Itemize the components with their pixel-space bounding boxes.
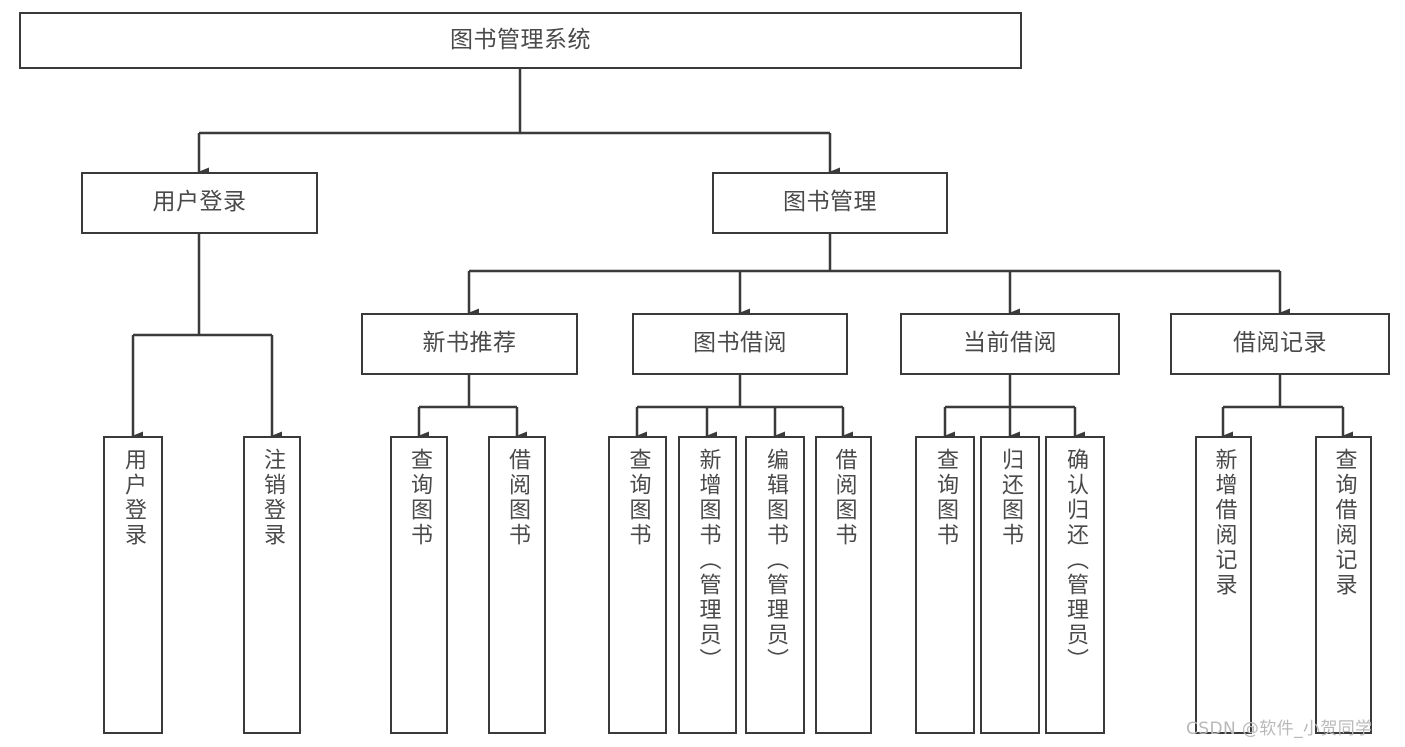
node-leaf-borrow-book-1: 借阅图书 [488,436,546,734]
node-current-borrow: 当前借阅 [900,313,1120,375]
edges [131,69,1353,441]
node-label: 查询借阅记录 [1331,448,1357,598]
node-leaf-borrow-book-2: 借阅图书 [815,436,872,734]
node-leaf-user-logout: 注销登录 [243,436,301,734]
node-label: 确认归还（管理员） [1063,448,1088,673]
watermark-text: CSDN @软件_小贺同学 [1186,719,1373,739]
node-label: 归还图书 [998,448,1023,548]
node-root: 图书管理系统 [19,12,1022,69]
node-leaf-query-book-1: 查询图书 [390,436,448,734]
node-leaf-add-book: 新增图书（管理员） [678,436,737,734]
node-label: 图书管理系统 [450,26,591,53]
node-leaf-user-login: 用户登录 [103,436,163,734]
node-label: 图书借阅 [693,330,787,357]
node-borrow-record: 借阅记录 [1170,313,1390,375]
node-leaf-add-record: 新增借阅记录 [1195,436,1252,734]
node-label: 新增借阅记录 [1211,448,1237,598]
node-label: 用户登录 [152,189,247,216]
node-leaf-query-book-3: 查询图书 [915,436,975,734]
node-label: 编辑图书（管理员） [763,448,788,673]
node-label: 查询图书 [625,448,651,548]
node-label: 用户登录 [121,448,146,548]
node-label: 新增图书（管理员） [695,448,721,673]
node-leaf-query-record: 查询借阅记录 [1315,436,1372,734]
node-label: 借阅图书 [831,448,857,548]
node-label: 借阅记录 [1233,330,1327,357]
node-label: 当前借阅 [963,330,1057,357]
node-label: 查询图书 [933,448,958,548]
node-leaf-confirm-return: 确认归还（管理员） [1045,436,1105,734]
node-leaf-return-book: 归还图书 [980,436,1040,734]
node-label: 新书推荐 [422,330,517,357]
node-label: 注销登录 [260,448,285,548]
node-user-login: 用户登录 [81,172,318,234]
node-book-borrow: 图书借阅 [632,313,848,375]
node-leaf-query-book-2: 查询图书 [608,436,667,734]
node-book-management: 图书管理 [712,172,948,234]
node-leaf-edit-book: 编辑图书（管理员） [745,436,805,734]
node-label: 借阅图书 [505,448,530,548]
node-new-book-recommend: 新书推荐 [361,313,578,375]
node-label: 图书管理 [783,189,877,216]
node-label: 查询图书 [407,448,432,548]
